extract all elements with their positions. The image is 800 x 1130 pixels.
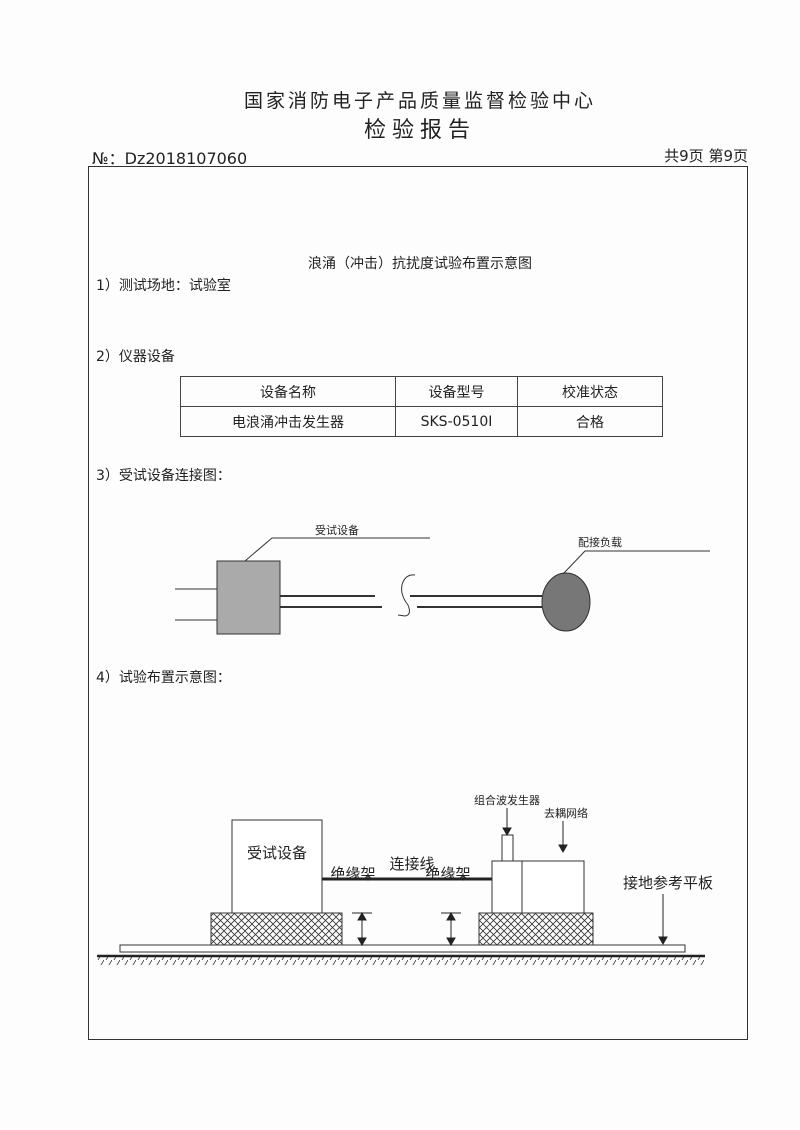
table-row: 电浪涌冲击发生器 SKS-0510I 合格 — [180, 406, 663, 437]
connection-heading: 3）受试设备连接图： — [96, 468, 231, 484]
generator-box — [491, 860, 523, 914]
eut-box — [216, 560, 281, 635]
section-title: 浪涌（冲击）抗扰度试验布置示意图 — [308, 256, 532, 272]
eut-box — [231, 819, 323, 914]
table-header-row: 设备名称 设备型号 校准状态 — [180, 376, 663, 407]
cable-label: 连接线 — [389, 855, 434, 873]
insulator-label-left: 绝缘架 — [330, 865, 375, 883]
eut-label: 受试设备 — [315, 523, 359, 537]
connection-diagram: 受试设备 配接负载 — [175, 523, 710, 635]
generator-label: 组合波发生器 — [474, 793, 540, 807]
insulator-block-left — [210, 912, 343, 946]
equipment-heading: 2）仪器设备 — [96, 349, 175, 365]
header-cell: 校准状态 — [517, 376, 663, 407]
eut-label: 受试设备 — [247, 844, 307, 862]
ground-plane-label: 接地参考平板 — [623, 874, 713, 892]
test-site: 1）测试场地：试验室 — [96, 278, 231, 294]
break-symbol — [397, 574, 416, 617]
content-frame — [88, 166, 748, 1040]
equipment-table: 设备名称 设备型号 校准状态 电浪涌冲击发生器 SKS-0510I 合格 — [180, 376, 663, 437]
table-cell: 电浪涌冲击发生器 — [180, 406, 396, 437]
report-number: №：Dz2018107060 — [92, 149, 248, 168]
load-label: 配接负载 — [578, 535, 622, 549]
generator-output — [501, 834, 514, 862]
layout-heading: 4）试验布置示意图： — [96, 670, 231, 686]
layout-diagram: 受试设备 连接线 绝缘架 绝缘架 组合波发生器 去耦网络 接地参考平板 — [97, 793, 713, 965]
page-count: 共9页 第9页 — [664, 147, 748, 165]
report-title: 检验报告 — [363, 118, 477, 143]
org-name: 国家消防电子产品质量监督检验中心 — [243, 90, 597, 112]
decoupling-label: 去耦网络 — [544, 806, 588, 820]
table-cell: 合格 — [517, 406, 663, 437]
ground-plane — [119, 944, 686, 953]
decoupling-box — [521, 860, 585, 914]
header-cell: 设备名称 — [180, 376, 396, 407]
load-ellipse — [541, 572, 591, 632]
insulator-block-right — [478, 912, 594, 946]
insulator-label-right: 绝缘架 — [425, 865, 470, 883]
header-cell: 设备型号 — [395, 376, 518, 407]
